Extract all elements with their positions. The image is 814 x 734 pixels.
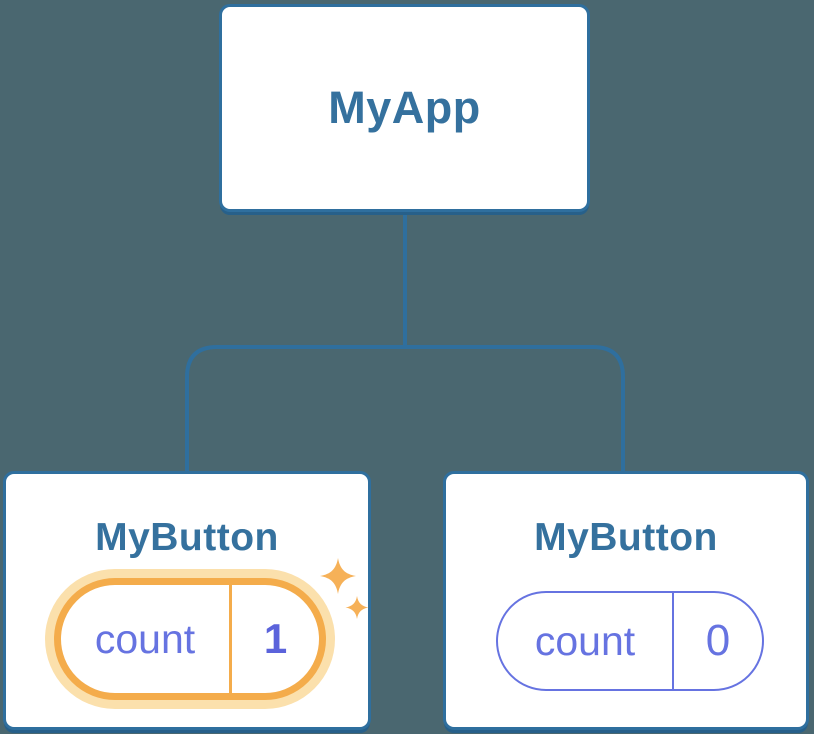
node-mybutton-left-label: MyButton (95, 516, 279, 559)
state-pill: count 0 (496, 591, 764, 691)
node-mybutton-right: MyButton count 0 (443, 471, 809, 730)
pill-divider (672, 593, 674, 689)
state-key-label: count (534, 617, 636, 664)
state-value: 0 (705, 616, 731, 665)
pill-divider (229, 585, 232, 693)
node-mybutton-right-label: MyButton (534, 516, 718, 559)
state-pill-highlighted: count 1 (54, 578, 326, 700)
sparkle-icon (320, 558, 369, 619)
node-myapp-label: MyApp (328, 82, 481, 133)
node-myapp: MyApp (219, 4, 590, 212)
state-key-label: count (94, 615, 196, 662)
state-value: 1 (263, 615, 288, 662)
branch-bracket-line (185, 345, 625, 474)
node-mybutton-left: MyButton count 1 (3, 471, 371, 730)
